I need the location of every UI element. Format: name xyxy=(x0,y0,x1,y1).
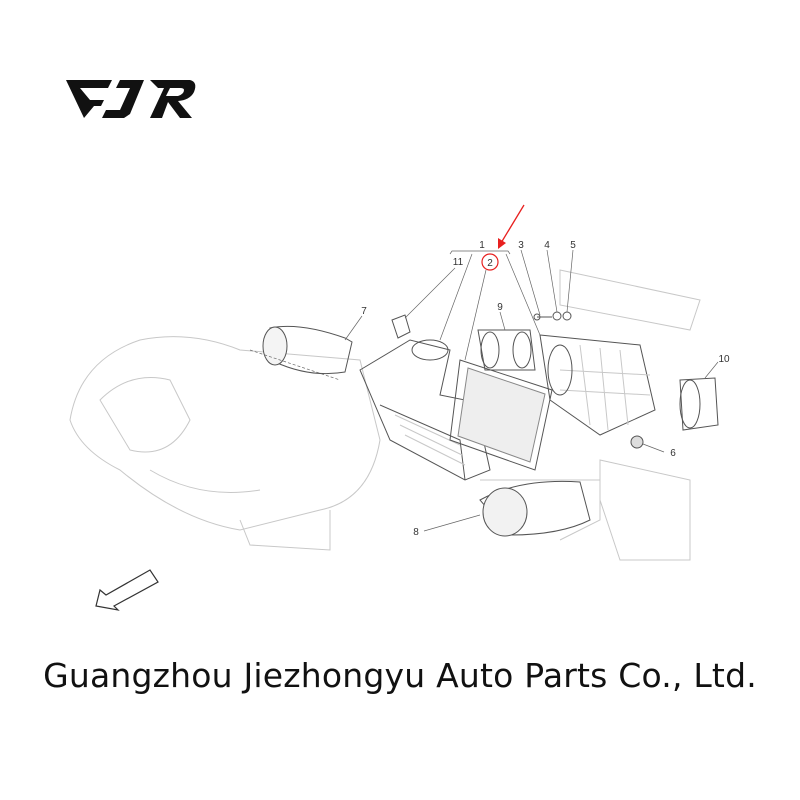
company-name: Guangzhou Jiezhongyu Auto Parts Co., Ltd… xyxy=(43,656,757,695)
part-9-seal xyxy=(477,329,536,371)
part-8-duct xyxy=(479,480,591,537)
callout-7: 7 xyxy=(361,306,367,317)
vehicle-body-outline xyxy=(69,269,701,561)
front-direction-arrow-icon xyxy=(95,569,159,611)
callout-4: 4 xyxy=(544,240,550,251)
callout-8: 8 xyxy=(413,527,419,538)
callout-5: 5 xyxy=(570,240,576,251)
highlight-circle xyxy=(481,253,499,271)
ejr-logo xyxy=(66,80,196,118)
callout-10: 10 xyxy=(718,354,730,365)
callout-3: 3 xyxy=(518,240,524,251)
callout-1: 1 xyxy=(479,240,485,251)
leader-lines xyxy=(249,249,719,532)
part-airbox-upper xyxy=(539,334,656,436)
part-10-outlet-seal xyxy=(679,377,719,431)
fasteners xyxy=(533,311,644,449)
callout-9: 9 xyxy=(497,302,503,313)
callout-2: 2 xyxy=(487,258,493,269)
callout-11: 11 xyxy=(453,257,464,268)
part-2-air-filter xyxy=(449,359,553,471)
red-pointer-arrow-icon xyxy=(498,204,525,249)
part-7-inlet-duct xyxy=(262,325,353,375)
callout-6: 6 xyxy=(670,448,676,459)
